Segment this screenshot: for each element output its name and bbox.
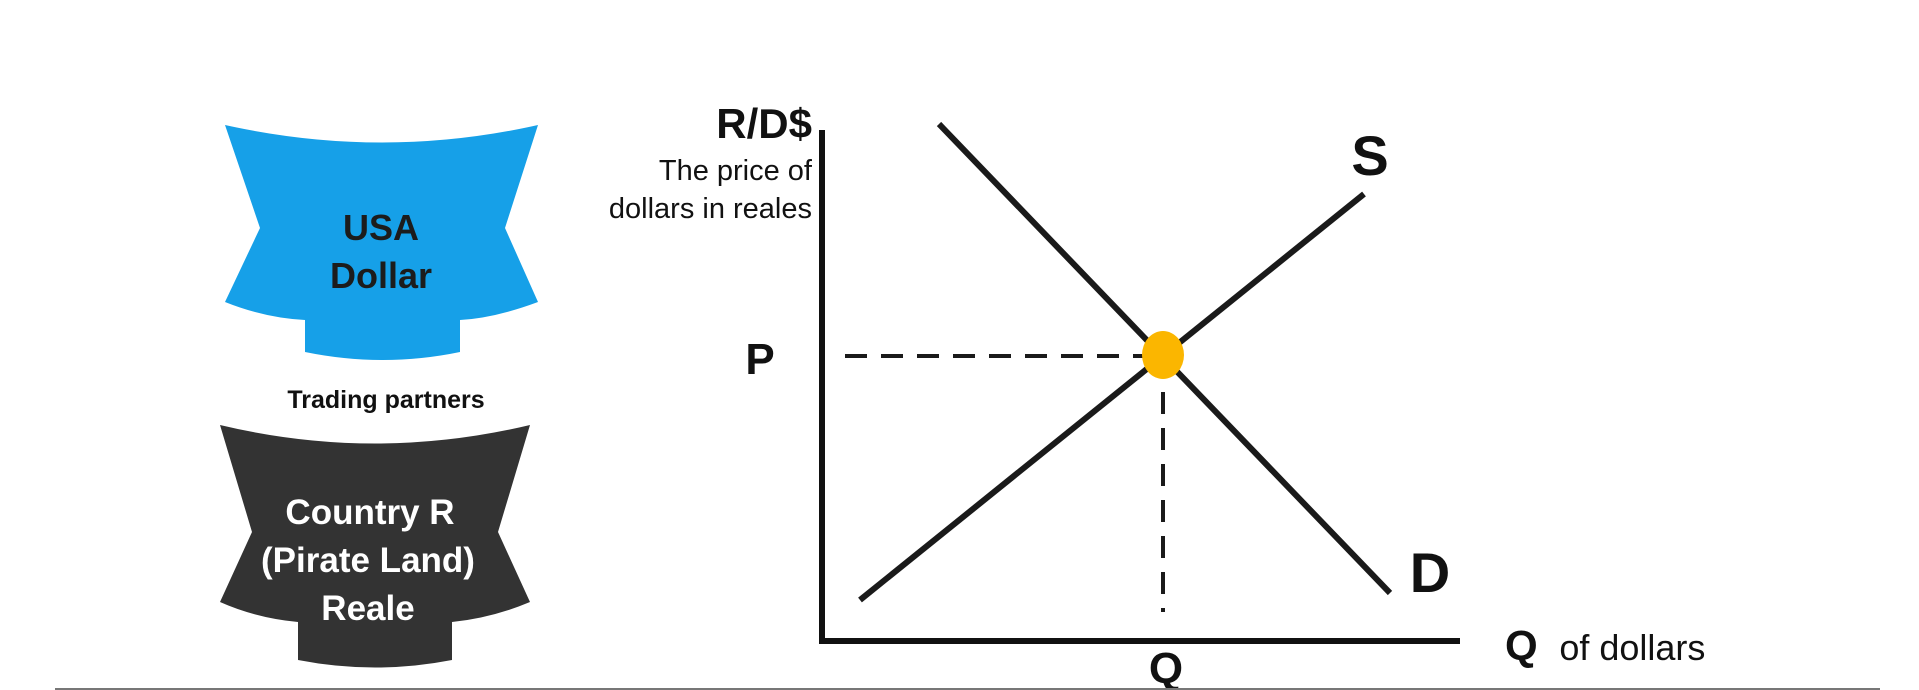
demand-label: D <box>1410 541 1450 604</box>
trading-partners-caption: Trading partners <box>287 386 484 414</box>
reale-banner-shape <box>220 425 530 668</box>
supply-label: S <box>1351 124 1388 187</box>
quantity-label: Q <box>1149 644 1183 690</box>
reale-banner-line1: Country R <box>285 493 454 532</box>
reale-banner-line2: (Pirate Land) <box>261 541 475 580</box>
usd-banner: USA Dollar <box>225 125 538 360</box>
reale-banner-line3: Reale <box>321 589 414 628</box>
reale-banner: Country R (Pirate Land) Reale <box>220 425 530 668</box>
usd-banner-shape <box>225 125 538 360</box>
price-label: P <box>745 335 774 384</box>
y-axis-subtitle-line2: dollars in reales <box>609 193 812 225</box>
y-axis-subtitle-line1: The price of <box>659 155 813 187</box>
x-axis-title-rest: of dollars <box>1559 627 1705 668</box>
usd-banner-line1: USA <box>343 207 419 248</box>
x-axis-title-q: Q <box>1505 622 1538 669</box>
x-axis-title: Q of dollars <box>1505 622 1705 669</box>
usd-banner-line2: Dollar <box>330 255 432 296</box>
supply-curve <box>858 191 1366 603</box>
y-axis-title: R/D$ <box>716 100 812 147</box>
equilibrium-point <box>1142 331 1184 379</box>
